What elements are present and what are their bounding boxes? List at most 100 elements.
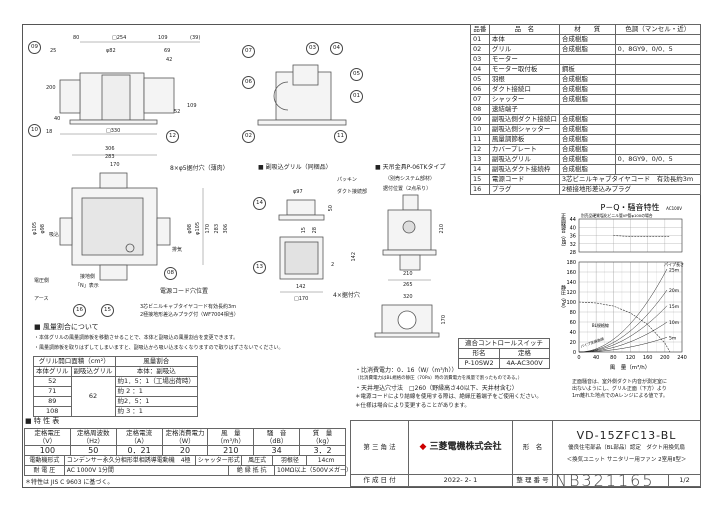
chart-note-line: 出ないようにし、グリル正面（下方）より — [572, 386, 667, 392]
balloon: 14 — [253, 197, 266, 210]
spec-cell: 絶 縁 抵 抗 — [229, 466, 275, 475]
airflow-title: ■ 風量割合について — [34, 323, 99, 331]
mitsubishi-logo-icon: ◆ — [419, 442, 427, 453]
parts-cell: 本体 — [488, 34, 560, 45]
spec-cell: 耐 電 圧 — [25, 466, 65, 475]
spec-header: 定格電圧 （V） — [24, 428, 71, 446]
parts-cell — [614, 94, 702, 105]
spec-value: 210 — [207, 445, 255, 456]
spec-cell: 電動機形式 — [25, 456, 65, 465]
airflow-ratio: 約2．5：1 — [114, 396, 198, 407]
parts-cell — [614, 134, 702, 145]
parts-cell: 副吸込側シャッター — [488, 124, 560, 135]
switch-header: 定格 — [499, 348, 550, 359]
dim: 320 — [403, 294, 413, 300]
date: 2022- 2- 1 — [408, 474, 513, 487]
parts-cell: カバープレート — [488, 144, 560, 155]
spec-value: 50 — [69, 445, 117, 456]
th: 副吸込グリル — [70, 366, 116, 377]
parts-cell: 風量調節板 — [488, 134, 560, 145]
parts-cell: 07 — [470, 94, 490, 105]
parts-cell — [558, 104, 616, 115]
hanger-position: 据付位置（2点吊り） — [383, 186, 432, 192]
th: グリル開口面積（cm²） — [33, 356, 116, 367]
n-mark-label: 「N」表示 — [75, 283, 99, 289]
dim: 50 — [328, 205, 334, 212]
switch-header: 形名 — [457, 348, 501, 359]
parts-cell: 0．8GY9．0/0．5 — [614, 154, 702, 165]
airflow-ratio: 約1．5：1（工場出荷時） — [114, 376, 198, 387]
dim: 306 — [105, 146, 115, 152]
dim: 142 — [296, 284, 306, 290]
parts-cell: 合成樹脂 — [558, 164, 616, 175]
model-label: 形 名 — [512, 419, 553, 476]
parts-cell: 合成樹脂 — [558, 114, 616, 125]
parts-cell: 合成樹脂 — [558, 134, 616, 145]
model-number: VD-15ZFC13-BL — [576, 428, 677, 442]
balloon: 02 — [242, 130, 255, 143]
balloon: 11 — [334, 130, 347, 143]
th: 本体グリル — [33, 366, 72, 377]
model-cell: VD-15ZFC13-BL 優良住宅部品（BL部品）認定 ダクト用換気扇 ＜換気… — [552, 419, 701, 476]
parts-cell: 12 — [470, 144, 490, 155]
balloon: 06 — [242, 76, 255, 89]
dim: 210 — [439, 224, 445, 234]
spec-value: 20 — [161, 445, 209, 456]
dim: 142 — [351, 252, 357, 262]
parts-cell: 羽根 — [488, 74, 560, 85]
parts-cell: 合成樹脂 — [558, 34, 616, 45]
drawing-frame — [22, 24, 701, 488]
parts-cell — [614, 74, 702, 85]
spec-cell: コンデンサー永久分相形単相誘導電動機 4極 — [65, 456, 196, 465]
dim: □330 — [106, 128, 121, 134]
th: 本体：副吸込 — [114, 366, 198, 377]
parts-header-cell: 色調（マンセル・近） — [614, 24, 702, 35]
spec-header: 定格消費電力 （W） — [161, 428, 209, 446]
plug-label: 2極接地形差込みプラグ付（WF7004相当） — [140, 312, 239, 318]
parts-cell: 14 — [470, 164, 490, 175]
parts-cell: 合成樹脂 — [558, 94, 616, 105]
parts-cell — [614, 84, 702, 95]
dim: 15 — [301, 227, 307, 234]
parts-cell: モーター — [488, 54, 560, 65]
parts-cell: 08 — [470, 104, 490, 115]
parts-cell: 0．8GY9．0/0．5 — [614, 44, 702, 55]
note-line: ＊仕様は場合により変更することがあります。 — [355, 403, 470, 409]
grille-holes-label: 4×据付穴 — [333, 292, 360, 299]
dim: 25 — [50, 48, 57, 54]
airflow-note: ・本体グリルの風量調節板を移動させることで、本体と副吸込の風量割合を変更できます… — [34, 335, 239, 341]
page-number: 1/2 — [668, 474, 701, 487]
spec-header: 定格周波数 （Hz） — [69, 428, 117, 446]
packing-label: パッキン — [337, 177, 357, 183]
balloon: 10 — [28, 124, 41, 137]
parts-cell — [614, 54, 702, 65]
specs-note: ＊特性は JIS C 9603 に基づく。 — [25, 479, 114, 486]
balloon: 08 — [164, 267, 177, 280]
mounting-holes-label: 8×φ5据付穴（薄肉） — [170, 165, 229, 172]
spec-cell: 10MΩ以上（500Vメガー） — [277, 467, 352, 474]
parts-header-cell: 品 名 — [488, 24, 560, 35]
dim: 306 — [223, 224, 229, 234]
dim: 200 — [46, 85, 56, 91]
dim: □170 — [294, 296, 309, 302]
parts-cell: 13 — [470, 154, 490, 165]
grille-area: 71 — [33, 386, 72, 397]
chart-note-line: 1m離れた地点でのAレンジによる値です。 — [572, 393, 668, 399]
parts-cell — [614, 34, 702, 45]
